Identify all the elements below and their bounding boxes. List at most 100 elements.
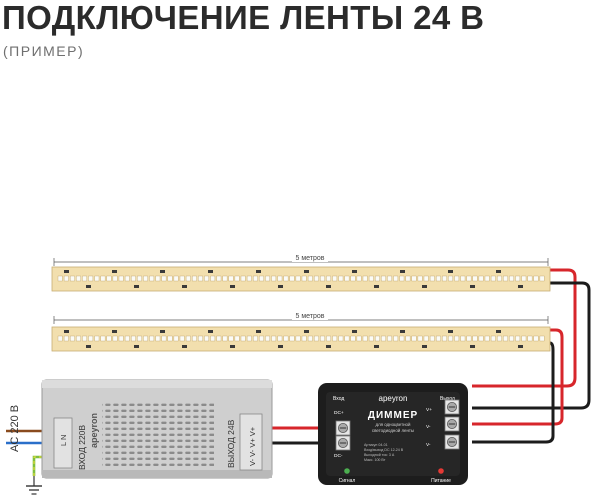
smd-led [246,335,252,342]
resistor [448,270,453,273]
smd-led [344,275,350,282]
resistor [160,270,165,273]
smd-led [484,275,490,282]
smd-led [436,335,441,342]
smd-led [387,275,392,282]
smd-led [314,335,319,342]
smd-led [405,275,411,282]
smd-led [106,275,112,282]
resistor [400,330,405,333]
strip-2-negative-wire [472,341,555,444]
smd-led [515,275,521,282]
resistor [304,330,309,333]
dimmer-dc-plus-label: DC+ [334,410,344,416]
smd-led [442,275,447,282]
smd-led [338,275,344,282]
smd-led [497,275,502,282]
smd-led [94,335,100,342]
smd-led [149,335,155,342]
smd-led [265,335,270,342]
smd-led [478,335,484,342]
psu-output-terminals: V- V- V+ V+ [248,426,257,466]
smd-led [387,335,392,342]
smd-led [228,335,234,342]
resistor [86,345,91,348]
smd-led [259,335,264,342]
smd-led [179,275,185,282]
smd-led [118,275,124,282]
dimmer-v-minus-2-label: V- [426,442,431,448]
smd-led [289,335,295,342]
resistor [134,345,139,348]
resistor [422,345,427,348]
smd-led [106,335,112,342]
smd-led [289,275,295,282]
resistor [278,285,283,288]
smd-led [301,335,307,342]
smd-led [161,275,167,282]
smd-led [198,335,203,342]
dimmer-brand: apeyron [379,394,408,403]
resistor [518,345,523,348]
dimmer-dc-minus-label: DC- [334,453,343,459]
smd-led [82,335,87,342]
smd-led [527,275,533,282]
smd-led [350,275,356,282]
smd-led [307,335,313,342]
smd-led [466,335,472,342]
smd-led [240,335,246,342]
smd-led [70,335,75,342]
dimmer-power-label: Питание [431,478,451,484]
smd-led [454,335,460,342]
smd-led [192,275,197,282]
smd-led [155,335,161,342]
smd-led [137,335,142,342]
resistor [112,270,117,273]
smd-led [143,335,148,342]
smd-led [423,335,429,342]
dimmer-input-label: Вход [333,396,344,402]
psu-input-label: ВХОД 220В [77,425,87,470]
smd-led [131,275,136,282]
smd-led [429,275,435,282]
smd-led [442,335,447,342]
smd-led [88,275,94,282]
smd-led [94,275,100,282]
smd-led [234,335,240,342]
smd-led [417,275,423,282]
smd-led [192,335,197,342]
smd-led [216,275,222,282]
dimmer-spec-line-2: Вход/выход DC 12-24 В [364,448,404,452]
resistor [352,330,357,333]
smd-led [521,275,527,282]
smd-led [124,335,130,342]
smd-led [277,335,283,342]
smd-led [198,275,203,282]
dimmer-spec-line-3: Выходной ток: 3 А [364,453,395,457]
smd-led [301,275,307,282]
resistor [400,270,405,273]
smd-led [185,335,191,342]
psu-vent-grille [102,402,214,466]
resistor [86,285,91,288]
smd-led [375,335,380,342]
dimmer-output-terminals [444,399,460,450]
smd-led [332,275,338,282]
smd-led [314,275,319,282]
smd-led [76,275,81,282]
dimmer-subtitle-line-1: для одноцветной [376,422,411,427]
strip-length-label: 5 метров [295,255,324,262]
smd-led [143,275,148,282]
smd-led [240,275,246,282]
smd-led [295,275,301,282]
smd-led [63,275,69,282]
psu-input-terminals: L N [59,435,68,446]
smd-led [253,275,258,282]
smd-led [57,275,63,282]
dimmer-signal-label: Сигнал [339,478,356,484]
smd-led [429,335,435,342]
resistor [422,285,427,288]
resistor [326,345,331,348]
smd-led [539,275,545,282]
